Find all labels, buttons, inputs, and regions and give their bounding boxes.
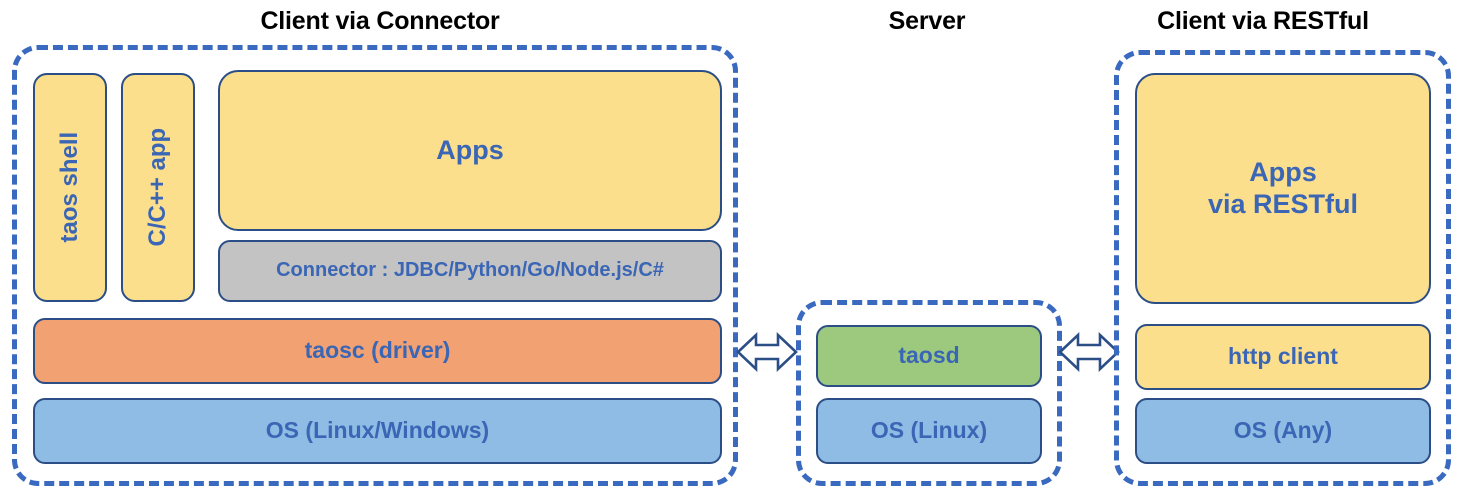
box-http-client-label: http client: [1228, 343, 1338, 370]
box-taosd[interactable]: taosd: [816, 325, 1042, 387]
box-os-linux-label: OS (Linux): [870, 417, 988, 444]
section-title-server: Server: [888, 7, 966, 35]
box-connector-label: Connector : JDBC/Python/Go/Node.js/C#: [276, 259, 664, 282]
box-os-linux[interactable]: OS (Linux): [816, 398, 1042, 464]
arrow-server-to-restful-client: [1058, 328, 1120, 376]
box-apps-restful-label-line1: Apps: [1249, 156, 1317, 187]
panel-server: [796, 300, 1062, 486]
box-taosc-driver-label: taosc (driver): [304, 337, 451, 364]
box-os-linux-windows[interactable]: OS (Linux/Windows): [33, 398, 722, 464]
panel-client-via-connector: [12, 45, 738, 486]
box-taosd-label: taosd: [898, 342, 960, 369]
box-taosc-driver[interactable]: taosc (driver): [33, 318, 722, 384]
box-taos-shell-label: taos shell: [55, 132, 83, 243]
box-os-any-label: OS (Any): [1233, 417, 1333, 444]
section-title-client-restful: Client via RESTful: [1157, 7, 1369, 35]
box-apps-restful-label-line2: via RESTful: [1207, 188, 1359, 219]
panel-client-via-restful: [1114, 50, 1451, 486]
box-c-cpp-app-label: C/C++ app: [143, 128, 171, 247]
box-os-linux-windows-label: OS (Linux/Windows): [265, 417, 490, 444]
box-c-cpp-app[interactable]: C/C++ app: [121, 73, 195, 302]
box-apps-connector[interactable]: Apps: [218, 70, 722, 231]
arrow-client-to-server: [736, 328, 798, 376]
box-connector[interactable]: Connector : JDBC/Python/Go/Node.js/C#: [218, 240, 722, 302]
box-os-any[interactable]: OS (Any): [1135, 398, 1431, 464]
box-http-client[interactable]: http client: [1135, 324, 1431, 390]
box-apps-connector-label: Apps: [436, 134, 504, 165]
section-title-client-connector: Client via Connector: [260, 7, 500, 35]
box-taos-shell[interactable]: taos shell: [33, 73, 107, 302]
box-apps-restful[interactable]: Apps via RESTful: [1135, 73, 1431, 304]
